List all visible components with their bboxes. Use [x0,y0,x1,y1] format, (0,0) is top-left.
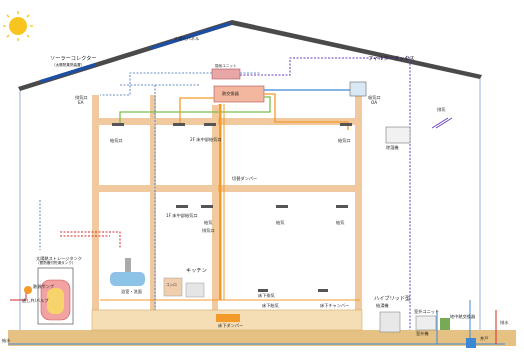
bath-icon [110,258,145,286]
label-heat-pump: 熱源ポンプ [33,284,54,289]
label-supply-1f-far: 給気 [336,220,344,225]
label-intake-right-code: OA [371,100,377,105]
filter-icon [350,82,366,96]
label-solar-collector-sub: （太陽熱集熱装置） [52,63,84,67]
label-solar-collector: ソーラーコレクター [50,56,96,62]
label-supply-2f-mid: 2F 床中部給気口 [190,137,222,142]
label-dehumid: 除湿機 [386,145,399,150]
label-filter-box: フィルターボックス [368,56,414,62]
label-bath: 浴室・洗面 [121,289,142,294]
tank-icon [38,268,73,324]
damper-icon [216,314,240,322]
label-buried-pipe: 地中熱交換器 [450,314,475,319]
label-floor-damper: 床下ダンパー [218,323,243,328]
label-exhaust-1f: 排気口 [202,228,215,233]
label-supply-1f-mid: 給気 [204,220,212,225]
label-kitchen: キッチン [186,268,207,274]
label-antenna: 排気 [437,107,445,112]
supply-vent-2f-left [112,123,124,126]
label-water-supply: 給水 [2,338,10,343]
label-hybrid: ハイブリッド型 [374,296,410,302]
label-supply-2f-left: 給気口 [110,138,123,143]
label-exhaust-left-code: EA [78,100,84,105]
label-supply-2f-right: 給気口 [338,138,351,143]
label-outdoor-unit: 室外ユニット [414,309,439,314]
label-underfloor-supply: 床下給気 [262,303,279,308]
label-underfloor-exhaust: 床下排気 [258,293,275,298]
label-supply-1f-right: 給気 [276,220,284,225]
label-relief-valve: 逃し弁/バルブ [22,298,49,303]
label-solar-panel: 太陽光パネル [174,36,199,41]
label-outdoor-box: 室外機 [416,331,429,336]
outdoor-unit [416,316,436,330]
label-drain: 排水 [500,320,508,325]
pump-icon [24,286,32,294]
label-storage-tank-sub: （蓄熱槽付貯湯タンク） [36,261,76,265]
label-hybrid-sub: 給湯機 [376,303,389,308]
label-damper: 切替ダンパー [232,176,257,181]
sun-icon [3,11,33,41]
antenna-icon [432,118,452,128]
label-upper-unit: 換気ユニット [215,64,237,68]
label-supply-1f-left: 1F 床中部給気口 [166,213,198,218]
label-heat-exchanger: 熱交換器 [222,91,239,96]
label-kitchen-unit: コンロ [166,283,177,287]
well-icon [466,338,476,348]
label-underfloor: 床下チャンバー [320,303,349,308]
upper-unit [212,69,240,79]
dehumid-icon [386,127,410,143]
label-well: 井戸 [480,336,488,341]
